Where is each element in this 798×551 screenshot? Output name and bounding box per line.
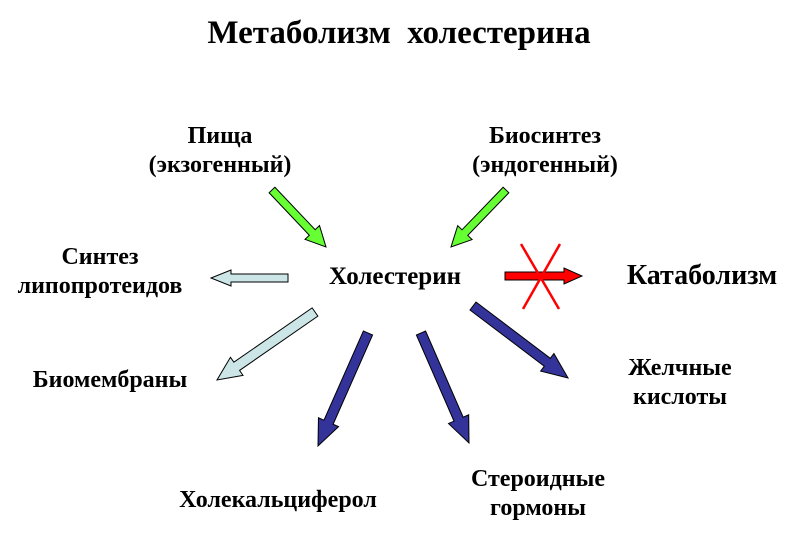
label-biosynthesis-line1: Биосинтез (488, 123, 602, 149)
label-lipoproteins-line2: липопротеидов (17, 272, 183, 299)
label-food-line2: (экзогенный) (148, 151, 292, 178)
label-bile-line2: кислоты (633, 383, 727, 410)
label-biosynthesis-line2: (эндогенный) (472, 151, 618, 178)
label-lipoproteins: Синтез липопротеидов (10, 243, 190, 301)
label-membranes: Биомембраны (32, 367, 188, 393)
label-steroids-line2: гормоны (490, 494, 586, 521)
label-lipoproteins-line1: Синтез (61, 244, 139, 270)
arrow-food-to-cholesterol (268, 186, 327, 248)
diagram-title: Метаболизм холестерина (207, 15, 591, 51)
label-steroids-line1: Стероидные (471, 466, 605, 492)
arrow-to-catabolism (504, 267, 584, 285)
label-bile: Желчные кислоты (590, 354, 770, 412)
label-cholesterol: Холестерин (328, 263, 462, 290)
label-food-line1: Пища (187, 123, 253, 149)
arrow-to-steroids (415, 330, 470, 445)
block-cross-line-2 (521, 243, 562, 310)
arrow-biosynthesis-to-cholesterol (450, 186, 510, 248)
label-food: Пища (экзогенный) (130, 122, 310, 180)
arrow-to-lipoproteins (209, 269, 289, 287)
label-catabolism: Катаболизм (626, 260, 778, 291)
label-steroids: Стероидные гормоны (448, 465, 628, 523)
arrow-to-calciferol (317, 330, 374, 448)
block-cross-line-1 (519, 243, 561, 310)
label-bile-line1: Желчные (628, 355, 732, 381)
arrow-to-membranes (216, 307, 319, 381)
label-biosynthesis: Биосинтез (эндогенный) (455, 122, 635, 180)
arrow-to-bile (469, 301, 570, 379)
label-calciferol: Холекальциферол (179, 487, 377, 513)
